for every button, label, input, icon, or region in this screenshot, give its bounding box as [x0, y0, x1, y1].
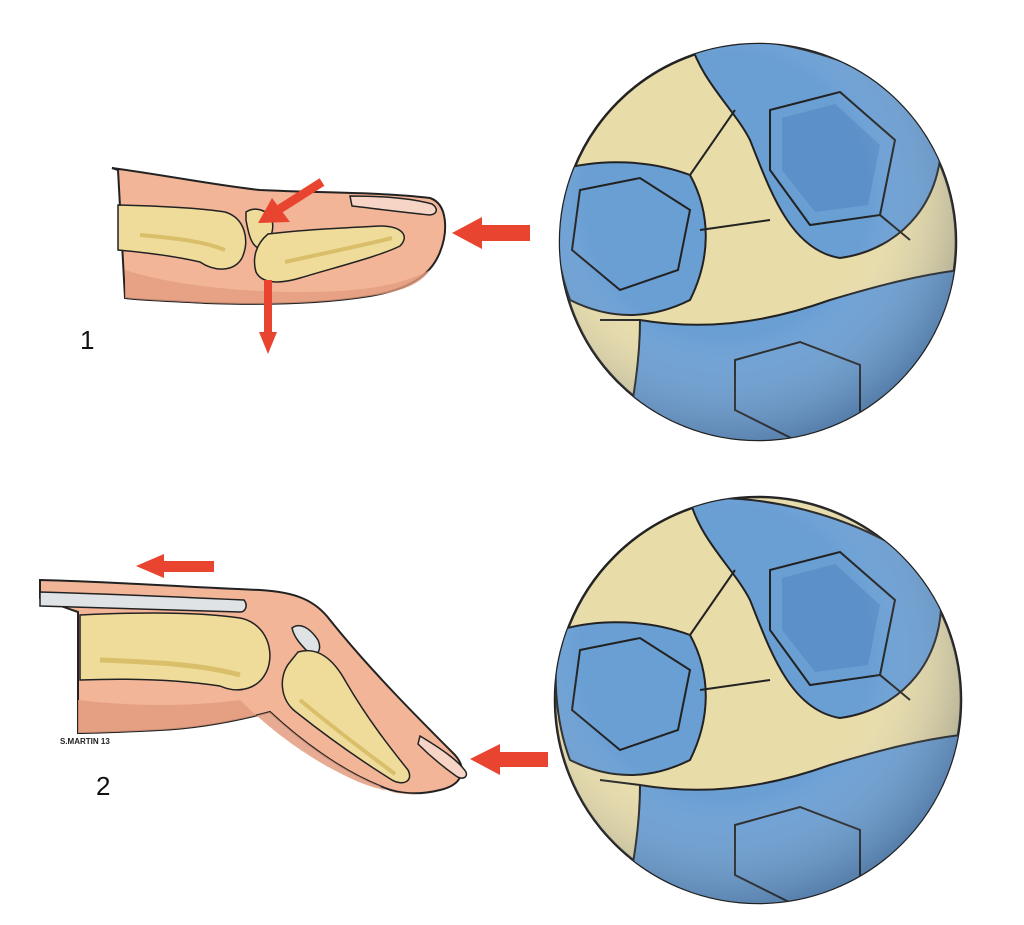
finger-1: [111, 167, 447, 305]
panel-1: 1: [80, 42, 958, 442]
impact-arrow-1: [452, 217, 530, 249]
nail-2: [417, 734, 468, 779]
distal-phalanx-2-shade: [298, 698, 397, 776]
tendon-icon: [39, 591, 247, 613]
panel-label-1: 1: [80, 325, 94, 355]
middle-phalanx-2: [79, 612, 271, 691]
ball-1: [558, 42, 958, 442]
nail-1: [349, 195, 437, 216]
middle-phalanx-2-shade: [99, 657, 241, 678]
arrow-icon: [259, 332, 277, 354]
arrow-icon: [470, 744, 500, 775]
panel-2: 2 S.MARTIN 13: [39, 495, 963, 905]
impact-arrow-2: [470, 744, 548, 775]
tendon-pull-arrow: [136, 554, 214, 578]
arrow-icon: [258, 198, 290, 223]
finger-1-shadow: [125, 270, 430, 304]
force-arrow-down: [259, 280, 277, 354]
finger-2: [39, 578, 468, 795]
panel-label-2: 2: [96, 771, 110, 801]
distal-phalanx-1-shade: [284, 236, 393, 264]
arrow-icon: [136, 554, 164, 578]
artist-signature: S.MARTIN 13: [60, 737, 110, 746]
arrow-icon: [452, 217, 482, 249]
bone-fragment-icon: [291, 624, 321, 656]
middle-phalanx-1: [117, 204, 247, 270]
ball-1-shading: [560, 44, 956, 440]
finger-2-shadow: [78, 700, 420, 795]
ball-2: [553, 495, 963, 905]
middle-phalanx-1-shade: [139, 233, 226, 252]
ball-2-shading: [555, 497, 961, 903]
force-arrow-diagonal: [258, 178, 325, 223]
distal-phalanx-2: [281, 649, 411, 784]
